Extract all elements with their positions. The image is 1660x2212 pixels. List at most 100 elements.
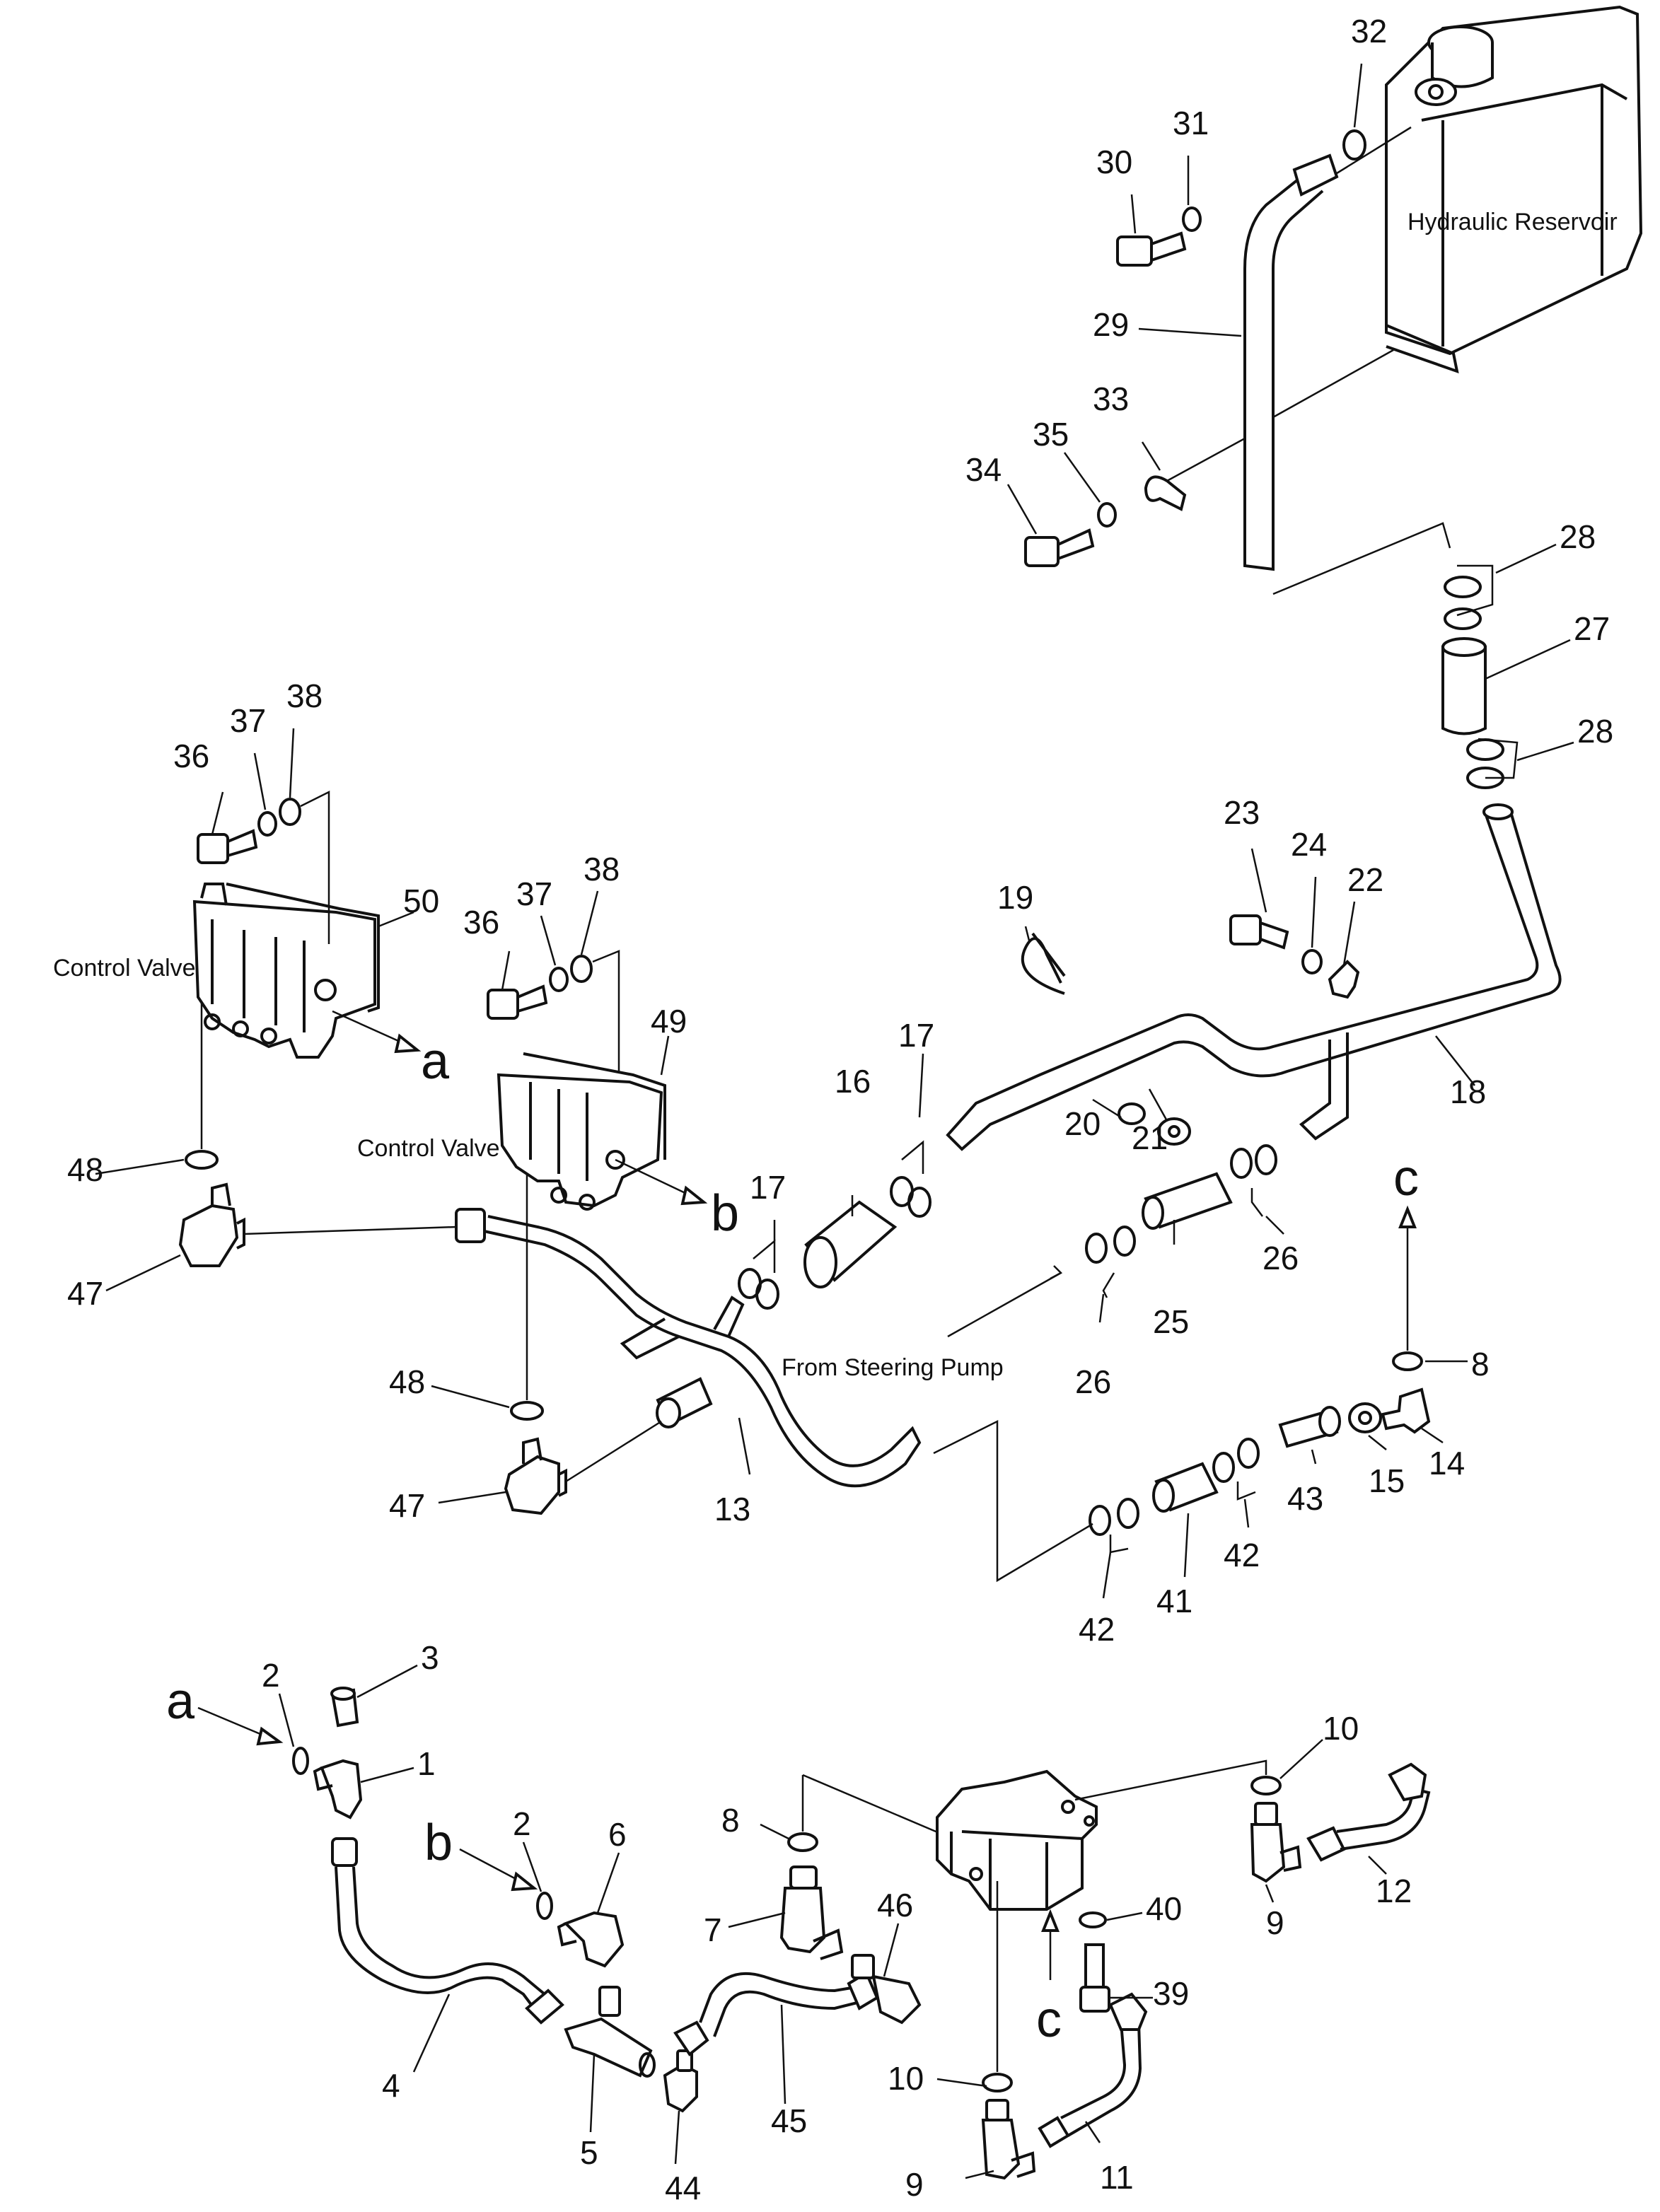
o-ring-2-right: [536, 1892, 553, 1920]
hose-45: [673, 1971, 879, 2056]
callout-31: 31: [1173, 105, 1209, 141]
callout-37a: 37: [230, 702, 266, 739]
hydraulic-reservoir: Hydraulic Reservoir: [1385, 5, 1643, 374]
hose-27: [1441, 637, 1487, 735]
hose-clamp-26d: [1113, 1226, 1136, 1257]
callout-15: 15: [1369, 1462, 1405, 1499]
callout-2a: 2: [262, 1657, 280, 1694]
callout-49: 49: [651, 1003, 687, 1040]
elbow-44: [663, 2049, 698, 2113]
hose-clamp-28b: [1444, 607, 1482, 630]
o-ring-40: [1079, 1911, 1107, 1928]
callout-38a: 38: [286, 677, 323, 714]
callout-19: 19: [997, 879, 1033, 916]
hose-41: [1152, 1462, 1219, 1513]
washer-37-middle: [549, 967, 569, 992]
washer-38-middle: [570, 955, 593, 983]
elbow-47-lower: [504, 1437, 567, 1515]
o-ring-48-upper: [185, 1150, 219, 1170]
letter-b-lower: b: [424, 1815, 453, 1871]
callout-28a: 28: [1560, 518, 1596, 555]
callout-47b: 47: [389, 1487, 425, 1524]
callout-40: 40: [1146, 1890, 1182, 1927]
o-ring-10-right: [1250, 1776, 1282, 1795]
callout-17a: 17: [898, 1017, 934, 1054]
callout-46: 46: [877, 1887, 913, 1923]
control-valve-49: Control Valve: [357, 1052, 666, 1211]
callout-47a: 47: [67, 1275, 103, 1312]
control-valve-label-left: Control Valve: [53, 955, 196, 982]
callout-6: 6: [608, 1816, 627, 1853]
callout-8b: 8: [721, 1802, 740, 1839]
callout-1: 1: [417, 1745, 436, 1782]
hose-clamp-17b: [907, 1187, 931, 1218]
clamp-22: [1328, 960, 1360, 999]
adapter-43: [1278, 1406, 1341, 1448]
callout-9a: 9: [905, 2166, 924, 2203]
callout-28b: 28: [1577, 713, 1613, 750]
callout-36b: 36: [463, 904, 499, 941]
bolt-30: [1116, 231, 1187, 267]
letter-a-upper: a: [421, 1033, 450, 1090]
callout-27: 27: [1574, 610, 1610, 647]
hose-clamp-26a: [1230, 1148, 1253, 1179]
washer-38-left: [279, 798, 301, 826]
callout-numbers: 32 31 30 29 33 35 34 28 27 28 23 24 22 1…: [67, 13, 1613, 2206]
letter-c-lower: c: [1036, 1991, 1062, 2048]
plug-3: [330, 1687, 359, 1728]
callout-3: 3: [421, 1639, 439, 1676]
clamp-33: [1144, 475, 1187, 511]
control-valve-label-middle: Control Valve: [357, 1135, 500, 1162]
callout-20: 20: [1064, 1105, 1101, 1142]
callout-14: 14: [1429, 1445, 1465, 1482]
nut-15: [1348, 1402, 1382, 1433]
hose-clamp-42a: [1212, 1452, 1235, 1483]
washer-31: [1182, 206, 1202, 232]
hose-clamp-42d: [1117, 1498, 1139, 1529]
callout-11: 11: [1100, 2159, 1134, 2196]
washer-24: [1301, 949, 1323, 974]
letter-b-upper: b: [711, 1185, 739, 1242]
callout-17b: 17: [750, 1169, 786, 1206]
bolt-34: [1024, 528, 1095, 567]
callout-34: 34: [965, 451, 1002, 488]
callout-10a: 10: [888, 2060, 924, 2097]
leader-lines: [95, 63, 1574, 2179]
callout-44: 44: [665, 2170, 701, 2206]
valve-block: [936, 1769, 1098, 1911]
callout-12: 12: [1376, 1873, 1412, 1909]
callout-50: 50: [403, 883, 439, 919]
elbow-1: [313, 1759, 363, 1820]
callout-39: 39: [1153, 1975, 1189, 2012]
washer-20: [1118, 1102, 1146, 1125]
callout-4: 4: [382, 2067, 400, 2104]
callout-18: 18: [1450, 1073, 1486, 1110]
callout-2b: 2: [513, 1805, 531, 1842]
callout-38b: 38: [584, 851, 620, 887]
elbow-47-upper: [178, 1182, 245, 1267]
tee-9-bottom: [981, 2099, 1036, 2180]
u-bolt-19: [1021, 932, 1066, 995]
elbow-46: [851, 1954, 922, 2025]
callout-9b: 9: [1266, 1904, 1284, 1941]
o-ring-10-bottom: [982, 2073, 1013, 2092]
pipe-4: [331, 1837, 564, 2025]
letter-c-top: c: [1393, 1150, 1419, 1206]
callout-43: 43: [1287, 1480, 1323, 1517]
bolt-23: [1229, 914, 1289, 950]
callout-16: 16: [835, 1063, 871, 1100]
letter-a-lower: a: [166, 1673, 195, 1730]
callout-13: 13: [714, 1491, 750, 1527]
hydraulic-reservoir-label: Hydraulic Reservoir: [1407, 209, 1618, 235]
callout-5: 5: [580, 2134, 598, 2171]
callout-22: 22: [1347, 861, 1383, 898]
bolt-36-left: [197, 829, 258, 864]
callout-29: 29: [1093, 306, 1129, 343]
callout-48a: 48: [67, 1151, 103, 1188]
callout-24: 24: [1291, 826, 1327, 863]
nut-21: [1157, 1117, 1191, 1146]
suction-pipe-29: [1243, 126, 1412, 571]
o-ring-8-bottom: [787, 1832, 818, 1852]
washer-37-left: [257, 811, 277, 837]
